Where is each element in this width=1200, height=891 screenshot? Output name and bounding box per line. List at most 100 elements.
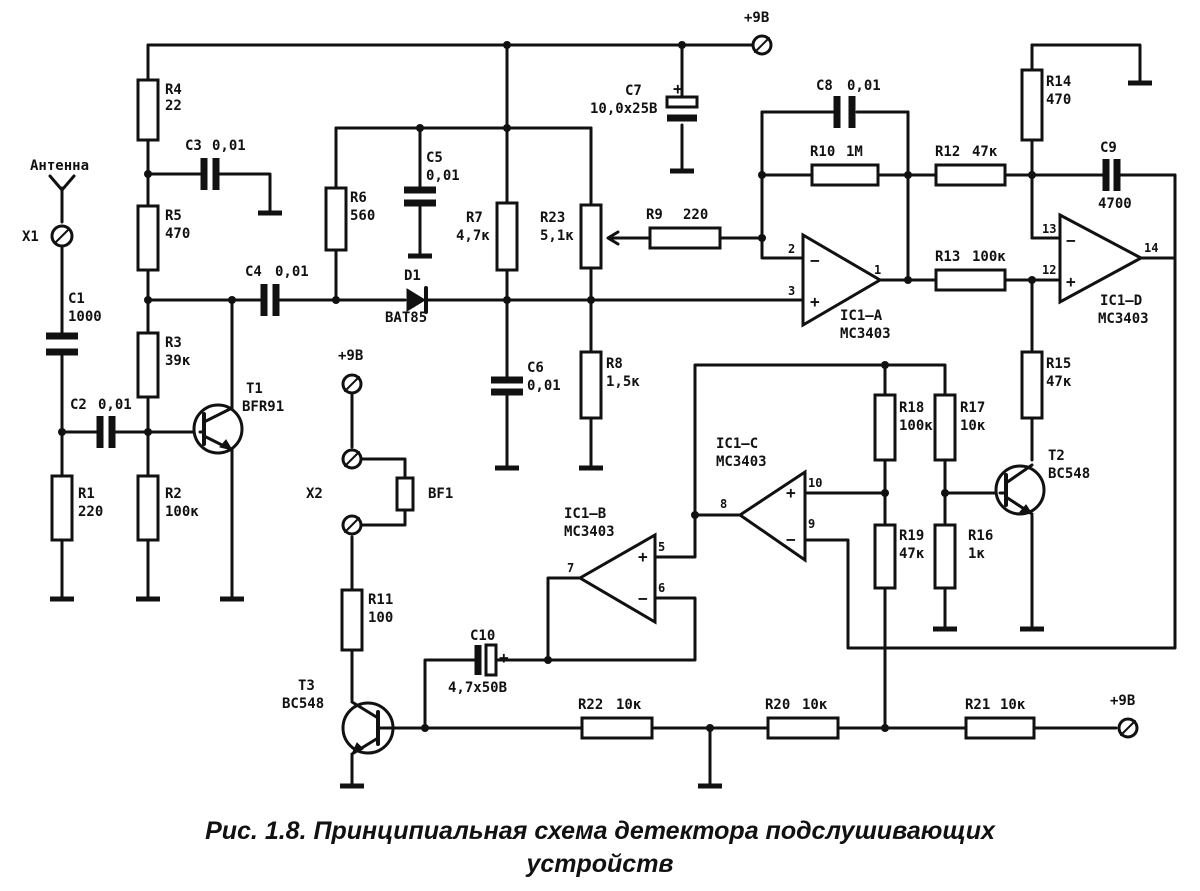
supply-terminal-top: +9В — [744, 10, 773, 56]
resistor-r2: R2 100к — [136, 474, 199, 542]
resistor-ref: R5 — [165, 208, 182, 224]
resistor-ref: R19 — [899, 528, 924, 544]
capacitor-ref: C7 — [625, 83, 642, 99]
opamp-ic1-c: + − 10 9 8 IC1–C MC3403 — [716, 436, 822, 563]
resistor-value: 100к — [972, 249, 1006, 265]
pin-label: 1 — [874, 263, 881, 277]
capacitor-ref: C6 — [527, 360, 544, 376]
pin-label: 5 — [658, 540, 665, 554]
capacitor-c3: C3 0,01 — [185, 138, 246, 190]
capacitor-ref: C5 — [426, 150, 443, 166]
capacitor-c4: C4 0,01 — [245, 264, 309, 316]
resistor-ref: R16 — [968, 528, 993, 544]
resistor-r13: R13 100к — [934, 249, 1007, 292]
resistor-r20: R20 10к — [765, 697, 840, 740]
capacitor-ref: C1 — [68, 291, 85, 307]
capacitor-value: 0,01 — [847, 78, 881, 94]
capacitor-c10: + C10 4,7x50В — [448, 628, 509, 696]
resistor-value: 1M — [846, 144, 863, 160]
svg-text:+: + — [1066, 272, 1076, 291]
resistor-value: 10к — [802, 697, 828, 713]
resistor-ref: R8 — [606, 356, 623, 372]
supply-terminal-left: +9В — [338, 348, 363, 395]
resistor-value: 220 — [78, 504, 103, 520]
circuit-schematic: +9В +9В +9В Антенна X1 R4 22 R5 470 R3 3… — [22, 10, 1177, 789]
resistor-ref: R10 — [810, 144, 835, 160]
svg-text:+: + — [673, 79, 683, 98]
svg-text:−: − — [638, 589, 648, 608]
antenna: Антенна X1 — [22, 158, 89, 248]
resistor-r6: R6 560 — [324, 186, 375, 252]
resistor-value: 220 — [683, 207, 708, 223]
resistor-value: 10к — [960, 418, 986, 434]
pin-label: 10 — [808, 476, 822, 490]
resistor-ref: R1 — [78, 486, 95, 502]
resistor-r7: R7 4,7к — [456, 201, 519, 272]
diode-ref: D1 — [404, 268, 421, 284]
pin-label: 8 — [720, 497, 727, 511]
antenna-label: Антенна — [30, 158, 89, 174]
resistor-ref: R2 — [165, 486, 182, 502]
resistor-ref: R21 — [965, 697, 990, 713]
svg-text:−: − — [810, 251, 820, 270]
supply-label-top: +9В — [744, 10, 769, 26]
resistor-ref: R18 — [899, 400, 924, 416]
resistor-r19: R19 47к — [873, 523, 925, 590]
resistor-value: 47к — [972, 144, 998, 160]
resistor-r21: R21 10к — [964, 697, 1036, 740]
resistor-ref: R14 — [1046, 74, 1071, 90]
resistor-value: 47к — [1046, 374, 1072, 390]
capacitor-value: 4,7x50В — [448, 680, 507, 696]
pin-label: 2 — [788, 242, 795, 256]
transistor-ref: T2 — [1048, 448, 1065, 464]
resistor-value: 470 — [165, 226, 190, 242]
pin-label: 7 — [567, 561, 574, 575]
resistor-ref: R9 — [646, 207, 663, 223]
capacitor-value: 10,0x25В — [590, 101, 657, 117]
resistor-r15: R15 47к — [1020, 350, 1072, 420]
transistor-t1: T1 BFR91 — [192, 381, 284, 455]
resistor-r16: R16 1к — [933, 523, 993, 590]
figure-caption: Рис. 1.8. Принципиальная схема детектора… — [0, 815, 1200, 891]
capacitor-c5: C5 0,01 — [404, 150, 460, 207]
resistor-value: 470 — [1046, 92, 1071, 108]
opamp-ref: IC1–B — [564, 506, 606, 522]
opamp-ref: IC1–D — [1100, 293, 1142, 309]
resistor-r5: R5 470 — [136, 204, 190, 272]
svg-text:+: + — [786, 483, 796, 502]
resistor-ref: R15 — [1046, 356, 1071, 372]
capacitor-value: 0,01 — [98, 397, 132, 413]
opamp-part: MC3403 — [840, 326, 891, 342]
ground-symbols — [50, 80, 1152, 789]
svg-text:−: − — [1066, 231, 1076, 250]
resistor-r10: R10 1M — [810, 144, 880, 187]
resistor-value: 10к — [616, 697, 642, 713]
capacitor-ref: C2 — [70, 397, 87, 413]
resistor-ref: R6 — [350, 190, 367, 206]
resistor-ref: R4 — [165, 82, 182, 98]
transistor-ref: T3 — [298, 678, 315, 694]
transistor-value: BFR91 — [242, 399, 284, 415]
resistor-r11: R11 100 — [340, 588, 393, 652]
capacitor-ref: C9 — [1100, 140, 1117, 156]
capacitor-value: 0,01 — [212, 138, 246, 154]
junctions — [58, 41, 1036, 732]
capacitor-c9: C9 4700 — [1098, 140, 1132, 212]
resistor-ref: R22 — [578, 697, 603, 713]
resistor-ref: R11 — [368, 592, 393, 608]
opamp-ic1-b: + − 5 6 7 IC1–B MC3403 — [564, 506, 665, 625]
capacitor-ref: C3 — [185, 138, 202, 154]
resistor-r9: R9 220 — [646, 207, 722, 250]
capacitor-ref: C10 — [470, 628, 495, 644]
resistor-r1: R1 220 — [50, 474, 103, 542]
transistor-t2: T2 BC548 — [994, 448, 1090, 516]
resistor-value: 100 — [368, 610, 393, 626]
resistor-value: 10к — [1000, 697, 1026, 713]
svg-text:+: + — [499, 648, 509, 667]
resistor-ref: R12 — [935, 144, 960, 160]
svg-text:−: − — [786, 530, 796, 549]
resistor-r17: R17 10к — [933, 393, 986, 462]
connector-x2-label: X2 — [306, 486, 323, 502]
transistor-value: BC548 — [282, 696, 324, 712]
capacitor-ref: C4 — [245, 264, 262, 280]
